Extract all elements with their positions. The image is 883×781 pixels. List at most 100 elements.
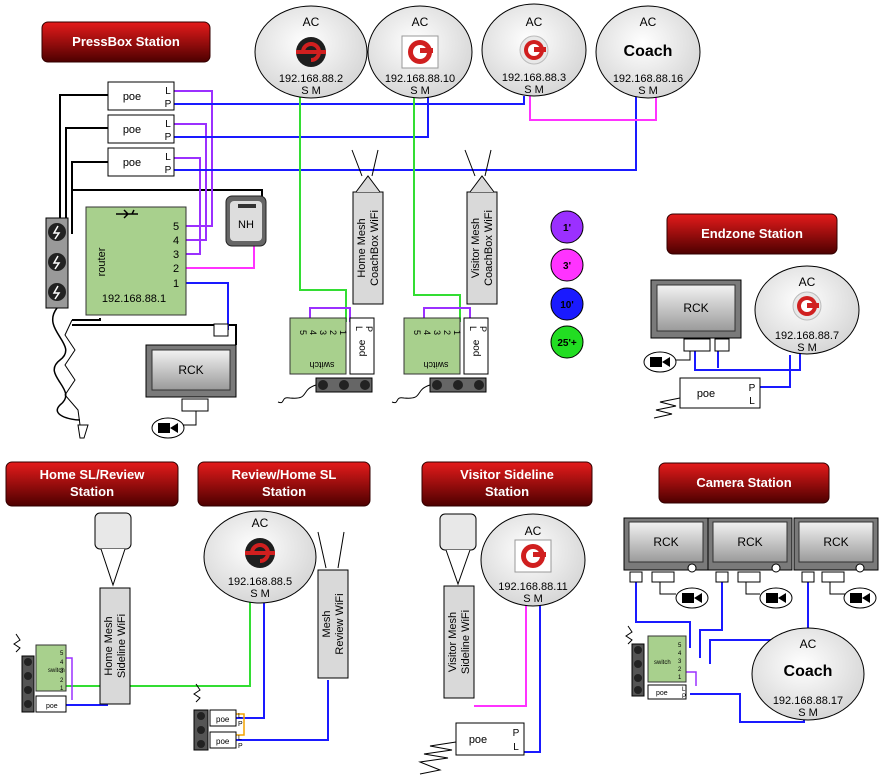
wifi-line1: Visitor Mesh bbox=[447, 612, 459, 672]
header-pressbox-text: PressBox Station bbox=[72, 34, 180, 49]
rck-endzone: RCK bbox=[643, 279, 742, 373]
ac-label: AC bbox=[799, 275, 816, 289]
poe-p: P bbox=[238, 721, 243, 728]
power-strip bbox=[45, 217, 89, 439]
ac-ip: 192.168.88.3 bbox=[502, 72, 566, 84]
ac-unit-1: AC 192.168.88.2 S M bbox=[254, 5, 368, 99]
port-label: 3 bbox=[432, 330, 442, 335]
header-review-home: Review/Home SL Station bbox=[197, 461, 371, 507]
wifi-review: Mesh Review WiFi bbox=[317, 531, 349, 679]
poe-visitor: poe P L bbox=[418, 722, 525, 775]
logo-icon-review bbox=[245, 538, 275, 568]
ac-ports: S M bbox=[523, 593, 543, 605]
legend-label: 10' bbox=[560, 300, 574, 311]
ac-ports: S M bbox=[797, 342, 817, 354]
home-sl-wires bbox=[58, 596, 329, 741]
port-label: 1 bbox=[338, 330, 348, 335]
logo-icon-1 bbox=[296, 37, 326, 67]
switch-label: switch bbox=[654, 660, 671, 666]
rck-camera-1: RCK bbox=[623, 517, 709, 609]
wifi-line2: CoachBox WiFi bbox=[483, 210, 495, 286]
header-home-sl-line1: Home SL/Review bbox=[40, 467, 146, 482]
header-home-sl: Home SL/Review Station bbox=[5, 461, 179, 507]
ac-camera: AC Coach 192.168.88.17 S M bbox=[751, 627, 865, 721]
ac-ports: S M bbox=[638, 85, 658, 97]
wifi-line1: Mesh bbox=[321, 611, 333, 638]
coach-label: Coach bbox=[624, 43, 673, 60]
port-label: 4 bbox=[60, 660, 64, 666]
legend-label: 1' bbox=[563, 223, 571, 234]
port-label: 5 bbox=[173, 221, 179, 233]
port-label: 4 bbox=[308, 330, 318, 335]
poe-l: L bbox=[513, 742, 519, 753]
rck-label: RCK bbox=[653, 535, 678, 549]
poe-review-1: poe poe L P L P bbox=[193, 683, 243, 751]
cable-legend: 1' 3' 10' 25'+ bbox=[550, 210, 584, 359]
ac-ip: 192.168.88.5 bbox=[228, 576, 292, 588]
port-label: 5 bbox=[298, 330, 308, 335]
camera-icon bbox=[151, 417, 185, 439]
rck-label: RCK bbox=[823, 535, 848, 549]
ac-ports: S M bbox=[301, 85, 321, 97]
ac-ports: S M bbox=[524, 84, 544, 96]
header-pressbox: PressBox Station bbox=[41, 21, 211, 63]
camera-icon bbox=[843, 587, 877, 609]
camera-icon bbox=[675, 587, 709, 609]
poe-endzone: poe P L bbox=[653, 377, 761, 419]
poe-label: poe bbox=[216, 715, 230, 724]
poe-l: L bbox=[468, 326, 478, 331]
port-label: 1 bbox=[60, 686, 64, 692]
poe-l: L bbox=[749, 396, 755, 407]
switch-visitor-coachbox: 5 4 3 2 1 switch L P poe bbox=[391, 317, 489, 404]
poe-box-3: poe L P bbox=[107, 147, 175, 177]
poe-p: P bbox=[682, 694, 686, 700]
port-label: 1 bbox=[173, 278, 179, 290]
poe-p: P bbox=[478, 326, 488, 332]
header-review-home-line2: Station bbox=[262, 484, 306, 499]
poe-l: L bbox=[238, 735, 242, 742]
ac-ports: S M bbox=[798, 707, 818, 719]
header-camera-text: Camera Station bbox=[696, 475, 791, 490]
header-visitor-sl: Visitor Sideline Station bbox=[421, 461, 593, 507]
camera-icon bbox=[759, 587, 793, 609]
switch-label: switch bbox=[48, 668, 65, 674]
wifi-home-coachbox: Home Mesh CoachBox WiFi bbox=[351, 149, 384, 305]
logo-icon-3 bbox=[519, 35, 549, 65]
wifi-visitor-coachbox: Visitor Mesh CoachBox WiFi bbox=[464, 149, 498, 305]
header-endzone-text: Endzone Station bbox=[701, 226, 803, 241]
poe-p: P bbox=[749, 383, 756, 394]
ac-ip: 192.168.88.10 bbox=[385, 73, 455, 85]
legend-25ft bbox=[550, 325, 584, 359]
poe-l: L bbox=[682, 687, 686, 693]
port-label: 3 bbox=[318, 330, 328, 335]
wifi-line1: Home Mesh bbox=[103, 616, 115, 675]
poe-p: P bbox=[364, 326, 374, 332]
router: router 5 4 3 2 1 192.168.88.1 bbox=[85, 206, 187, 316]
port-label: 2 bbox=[678, 667, 682, 673]
legend-10ft bbox=[550, 287, 584, 321]
ac-label: AC bbox=[412, 15, 429, 29]
port-label: 5 bbox=[412, 330, 422, 335]
ac-label: AC bbox=[526, 15, 543, 29]
header-endzone: Endzone Station bbox=[666, 213, 838, 255]
ac-ip: 192.168.88.16 bbox=[613, 73, 683, 85]
ac-label: AC bbox=[800, 637, 817, 651]
wifi-line2: CoachBox WiFi bbox=[369, 210, 381, 286]
ac-ports: S M bbox=[250, 588, 270, 600]
header-visitor-sl-line2: Station bbox=[485, 484, 529, 499]
logo-icon-2 bbox=[401, 35, 439, 69]
rck-label: RCK bbox=[683, 301, 708, 315]
header-camera: Camera Station bbox=[658, 462, 830, 504]
poe-p: P bbox=[238, 743, 243, 750]
ac-label: AC bbox=[252, 516, 269, 530]
port-label: 2 bbox=[328, 330, 338, 335]
header-review-home-line1: Review/Home SL bbox=[232, 467, 337, 482]
poe-box-2: poe L P bbox=[107, 114, 175, 144]
rck-label: RCK bbox=[737, 535, 762, 549]
wifi-visitor-sideline: Visitor Mesh Sideline WiFi bbox=[439, 513, 477, 699]
poe-l: L bbox=[165, 152, 171, 163]
ac-unit-2: AC 192.168.88.10 S M bbox=[367, 5, 473, 99]
router-label: router bbox=[96, 247, 108, 276]
poe-p: P bbox=[165, 132, 172, 143]
